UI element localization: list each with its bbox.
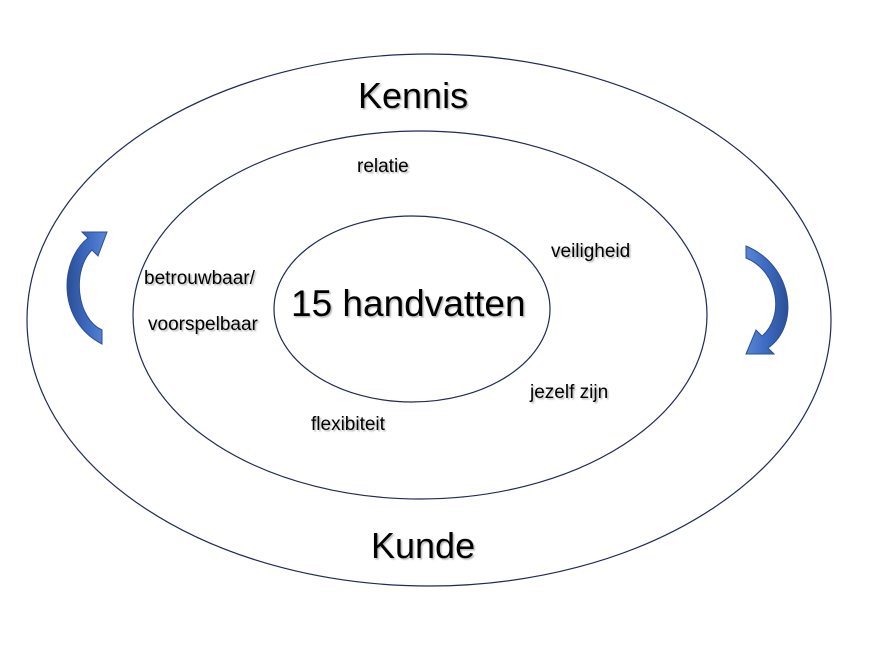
label-jezelf-zijn: jezelf zijn	[530, 382, 609, 403]
center-label: 15 handvatten	[291, 283, 526, 324]
label-relatie: relatie	[357, 156, 409, 177]
inner-ellipse	[273, 215, 551, 403]
label-flexibiteit: flexibiteit	[311, 414, 385, 435]
outer-bottom-label: Kunde	[371, 525, 476, 566]
label-voorspelbaar: voorspelbaar	[148, 314, 258, 335]
label-betrouwbaar: betrouwbaar/	[144, 268, 255, 289]
outer-top-label: Kennis	[358, 75, 469, 116]
curved-arrow-up-icon	[66, 231, 108, 345]
label-veiligheid: veiligheid	[551, 241, 631, 262]
curved-arrow-down-icon	[745, 245, 789, 355]
outer-ellipse	[26, 53, 832, 587]
middle-ellipse	[132, 130, 708, 500]
